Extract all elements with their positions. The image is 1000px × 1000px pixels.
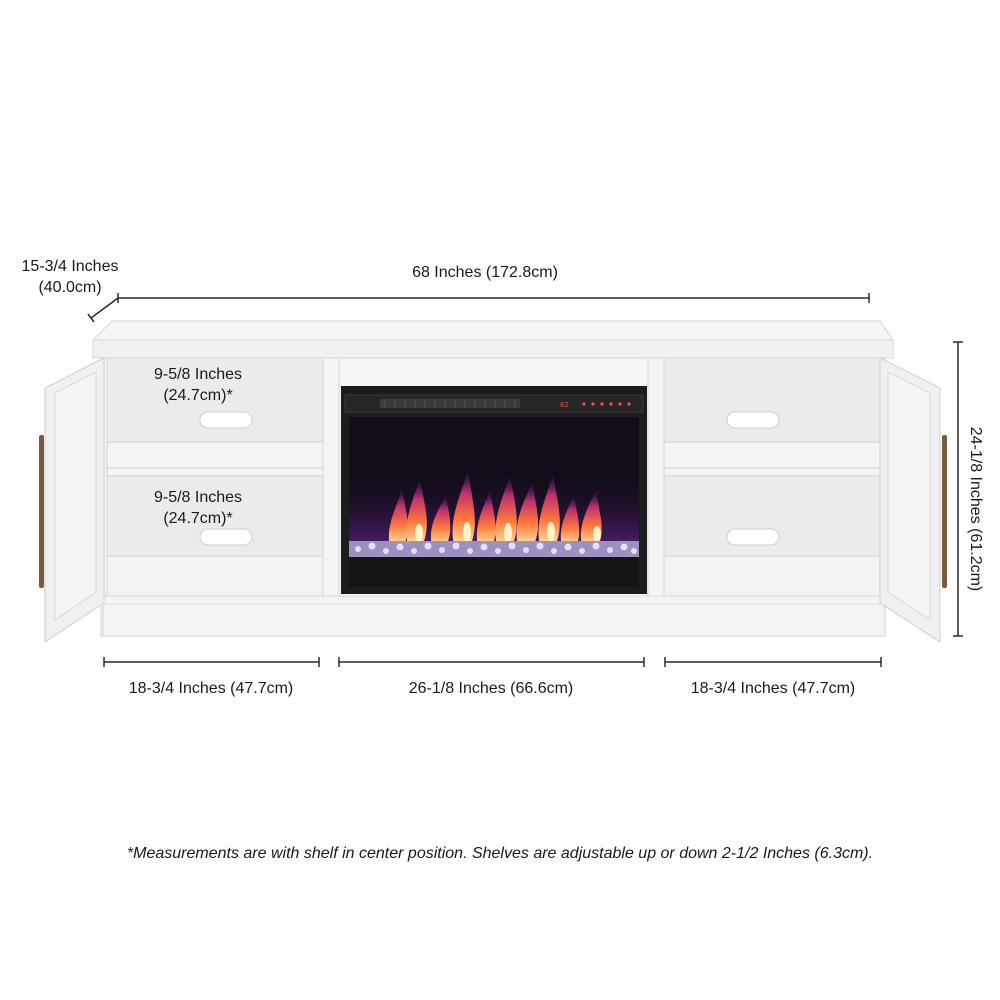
crystal-ember-bed <box>349 541 639 557</box>
footnote: *Measurements are with shelf in center p… <box>126 845 874 862</box>
right-shelf <box>663 441 881 477</box>
fireplace-control-buttons[interactable] <box>582 402 631 406</box>
right-door-handle[interactable] <box>942 435 947 588</box>
electric-fireplace: 82 <box>341 386 647 594</box>
lower-shelf-label: 9-5/8 Inches (24.7cm)* <box>148 487 248 529</box>
left-door-handle[interactable] <box>39 435 44 588</box>
fireplace-heater-vent <box>380 399 520 408</box>
height-label: 24-1/8 Inches (61.2cm) <box>967 426 984 592</box>
depth-dimension-line <box>90 297 119 319</box>
lower-shelf-cm: (24.7cm)* <box>163 510 233 527</box>
width-label: 68 Inches (172.8cm) <box>412 264 558 281</box>
depth-label: 15-3/4 Inches (40.0cm) <box>10 256 130 298</box>
right-cabinet-width-label: 18-3/4 Inches (47.7cm) <box>690 680 856 697</box>
upper-shelf-cm: (24.7cm)* <box>163 387 233 404</box>
right-cable-hole-lower <box>726 528 780 546</box>
left-shelf <box>106 441 324 477</box>
depth-inches: 15-3/4 Inches <box>21 258 119 275</box>
left-cable-hole-upper <box>199 411 253 429</box>
right-door[interactable] <box>879 357 947 643</box>
base-plinth <box>102 595 886 637</box>
left-door[interactable] <box>39 357 105 643</box>
top-slab <box>91 320 894 341</box>
fireplace-width-label: 26-1/8 Inches (66.6cm) <box>408 680 574 697</box>
flame-cores <box>415 522 601 543</box>
upper-shelf-label: 9-5/8 Inches (24.7cm)* <box>148 364 248 406</box>
fireplace-temperature-display: 82 <box>560 401 568 409</box>
left-cabinet-width-label: 18-3/4 Inches (47.7cm) <box>128 680 294 697</box>
lower-shelf-inches: 9-5/8 Inches <box>153 489 243 506</box>
upper-shelf-inches: 9-5/8 Inches <box>153 366 243 383</box>
fireplace-bottom-trim <box>349 557 639 587</box>
right-cable-hole-upper <box>726 411 780 429</box>
left-cable-hole-lower <box>199 528 253 546</box>
depth-cm: (40.0cm) <box>38 279 102 296</box>
